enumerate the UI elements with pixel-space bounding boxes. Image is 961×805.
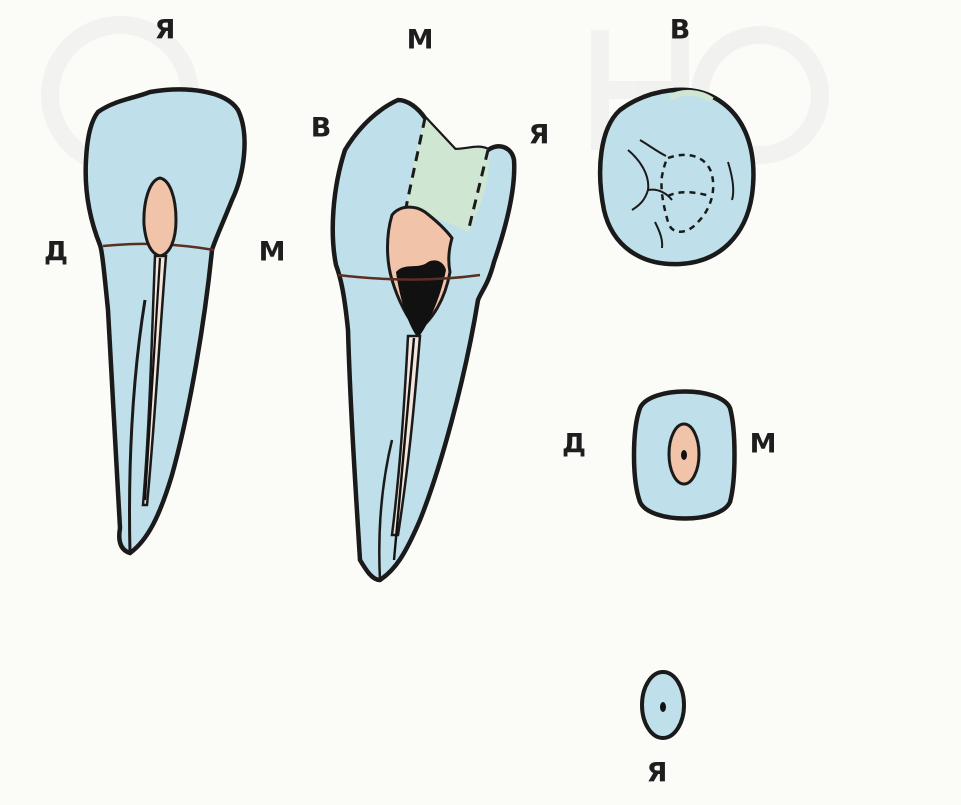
apical-section-canal [660, 702, 666, 712]
tooth-1-outline [86, 89, 245, 553]
occlusal-view [600, 90, 753, 264]
tooth-1-pulp-chamber [144, 178, 176, 256]
label-apex-bottom: Я [647, 760, 668, 787]
label-view1-right: М [259, 239, 286, 266]
tooth-side-view-1 [86, 89, 245, 553]
label-occlusal-top: В [670, 17, 691, 44]
apical-cross-section [642, 672, 684, 738]
occlusal-outline [600, 90, 753, 264]
label-view2-right: Я [529, 122, 550, 149]
label-view1-left: Д [44, 239, 68, 266]
label-section-right: М [750, 431, 777, 458]
tooth-side-view-2 [333, 100, 514, 580]
cervical-section-canal [681, 450, 687, 460]
label-view2-left: В [311, 115, 332, 142]
label-section-left: Д [562, 431, 586, 458]
cervical-cross-section [634, 392, 735, 519]
label-view1-top: Я [155, 17, 176, 44]
label-view2-top: М [407, 27, 434, 54]
